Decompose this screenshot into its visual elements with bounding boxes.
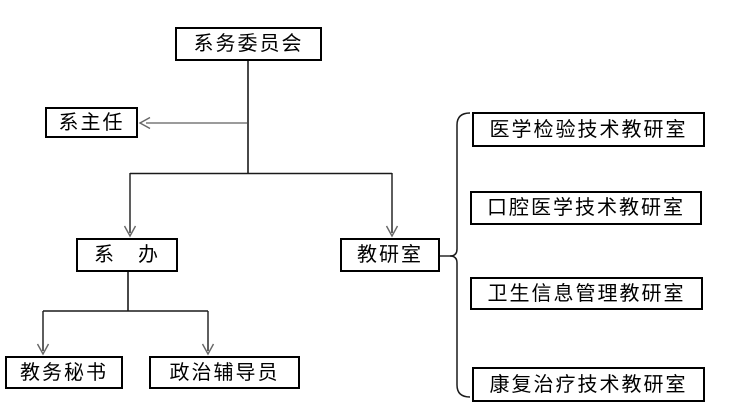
arrowhead-teachoffice xyxy=(385,225,399,238)
node-dept-oral-medicine: 口腔医学技术教研室 xyxy=(470,191,702,225)
node-office-label: 系 办 xyxy=(94,244,160,266)
arrowhead-director xyxy=(138,116,151,130)
node-counselor: 政治辅导员 xyxy=(149,356,300,389)
node-counselor-label: 政治辅导员 xyxy=(169,361,280,384)
arrowhead-counselor xyxy=(201,343,215,356)
node-secretary: 教务秘书 xyxy=(5,356,123,389)
node-office: 系 办 xyxy=(76,238,178,272)
node-dept-rehab-label: 康复治疗技术教研室 xyxy=(489,373,688,396)
node-dept-rehab: 康复治疗技术教研室 xyxy=(472,367,705,402)
node-teaching-office: 教研室 xyxy=(340,238,440,272)
node-committee: 系务委员会 xyxy=(175,27,322,61)
node-dept-medical-lab: 医学检验技术教研室 xyxy=(472,112,705,147)
node-secretary-label: 教务秘书 xyxy=(20,361,108,384)
node-director: 系主任 xyxy=(45,107,138,138)
node-committee-label: 系务委员会 xyxy=(193,33,304,55)
arrowhead-office xyxy=(123,225,137,238)
node-dept-health-info: 卫生信息管理教研室 xyxy=(470,277,703,310)
node-dept-medical-lab-label: 医学检验技术教研室 xyxy=(489,118,688,141)
node-dept-health-info-label: 卫生信息管理教研室 xyxy=(487,282,686,305)
node-teaching-office-label: 教研室 xyxy=(357,244,423,266)
arrowhead-secretary xyxy=(36,343,50,356)
node-dept-oral-medicine-label: 口腔医学技术教研室 xyxy=(487,197,685,219)
bracket-depts xyxy=(449,112,471,398)
node-director-label: 系主任 xyxy=(58,111,125,134)
